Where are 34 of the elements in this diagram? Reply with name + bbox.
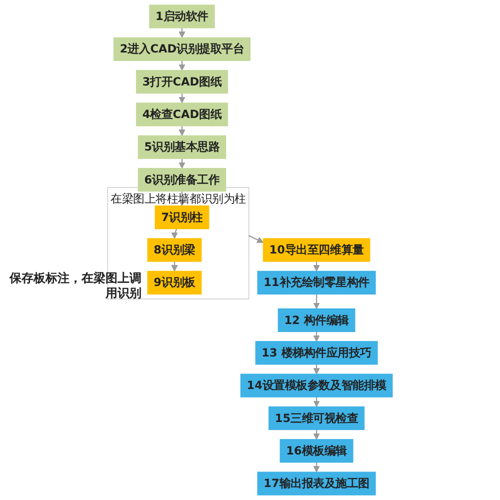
arrow: [313, 364, 320, 374]
arrow: [248, 235, 264, 243]
node-box: 8识别梁: [147, 238, 202, 262]
arrow: [171, 228, 178, 239]
node-box: 9识别板: [147, 270, 202, 294]
node-box: 3打开CAD图纸: [136, 70, 228, 94]
node-box: 4检查CAD图纸: [136, 102, 228, 126]
node-box: 7识别柱: [154, 206, 210, 230]
arrow: [313, 261, 320, 272]
arrow: [178, 28, 186, 38]
arrow: [313, 462, 320, 472]
arrow: [178, 158, 186, 169]
node-box: 12 构件编辑: [278, 308, 356, 332]
node-box: 16模板编辑: [280, 439, 354, 463]
arrow: [178, 191, 186, 206]
node-box: 14设置模板参数及智能排模: [240, 374, 393, 398]
arrow: [313, 397, 320, 408]
arrow: [178, 60, 186, 71]
arrow: [171, 261, 178, 272]
arrow: [178, 93, 186, 104]
node-box: 1启动软件: [149, 4, 215, 28]
node-box: 10导出至四维算量: [262, 238, 370, 262]
node-box: 11补充绘制零星构件: [257, 270, 376, 294]
note-text: 保存板标注，在梁图上调用识别: [8, 271, 142, 302]
node-box: 17输出报表及施工图: [257, 472, 376, 496]
arrow: [313, 430, 320, 440]
arrow: [313, 332, 320, 342]
node-box: 15三维可视检查: [268, 406, 365, 430]
node-box: 13 楼梯构件应用技巧: [255, 341, 378, 365]
node-box: 5识别基本思路: [138, 135, 226, 159]
node-box: 6识别准备工作: [138, 168, 226, 192]
arrow: [313, 294, 320, 310]
arrow: [178, 126, 186, 136]
node-box: 2进入CAD识别提取平台: [113, 37, 251, 61]
